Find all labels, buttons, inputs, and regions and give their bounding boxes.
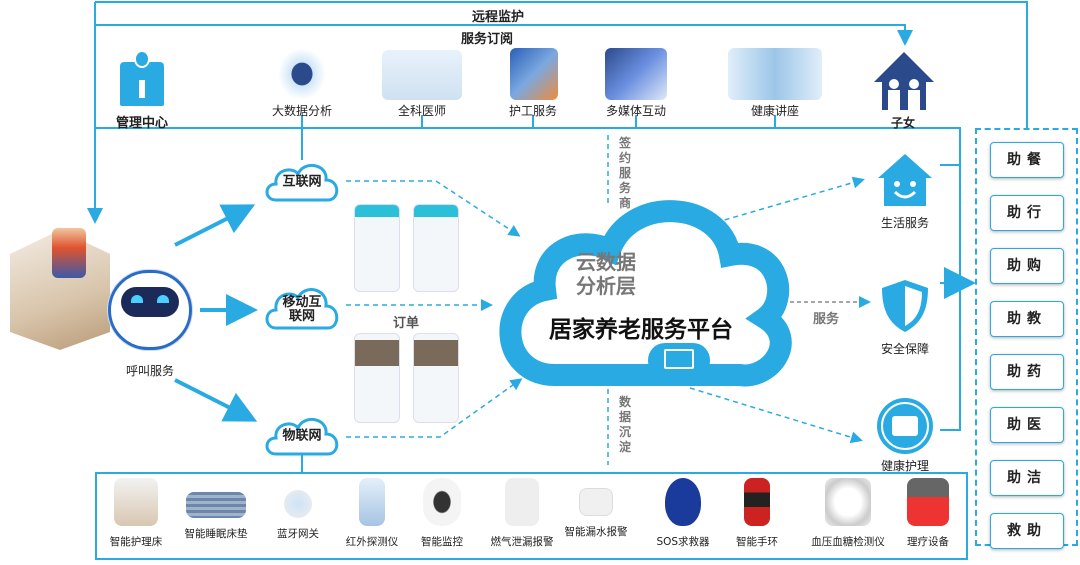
service-label: 服务	[812, 312, 840, 327]
device-item: 智能手环	[717, 478, 797, 549]
data-deposit-label: 数据沉淀	[618, 395, 631, 454]
device-item: 红外探测仪	[332, 478, 412, 549]
device-item: 智能睡眠床垫	[176, 478, 256, 541]
helper-cleaning: 助洁	[990, 460, 1064, 496]
monitor-chart-icon	[648, 343, 710, 378]
children-label: 子女	[890, 116, 916, 130]
doctor-icon	[382, 50, 462, 100]
helper-rescue: 救助	[990, 513, 1064, 549]
multimedia-icon	[605, 48, 667, 100]
sleep-mattress-icon	[186, 492, 246, 518]
caregiver-icon	[510, 48, 558, 100]
home-smile-icon	[878, 154, 932, 206]
service-label-health-care: 健康护理	[880, 459, 930, 473]
blood-pressure-monitor-icon	[825, 478, 871, 526]
infrared-detector-icon	[359, 478, 385, 526]
medical-kit-icon	[877, 398, 933, 454]
device-item: 蓝牙网关	[258, 478, 338, 541]
device-item: 智能漏水报警	[556, 478, 636, 539]
platform-name: 居家养老服务平台	[549, 317, 733, 343]
app-screenshot	[354, 204, 400, 292]
helper-medicine: 助药	[990, 354, 1064, 390]
physiotherapy-device-icon	[907, 478, 949, 526]
management-center-icon	[120, 50, 164, 106]
device-item: SOS求救器	[643, 478, 723, 549]
internet-cloud: 互联网	[262, 158, 342, 204]
app-screenshot	[354, 333, 400, 423]
device-item: 智能护理床	[96, 478, 176, 549]
iot-cloud: 物联网	[262, 412, 342, 458]
provider-label: 多媒体互动	[605, 104, 667, 118]
management-center-label: 管理中心	[115, 116, 169, 131]
nursing-bed-icon	[114, 478, 158, 526]
helper-walk: 助行	[990, 195, 1064, 231]
health-lecture-icon	[728, 48, 822, 100]
robot-icon	[108, 270, 192, 350]
shield-icon	[882, 280, 928, 332]
service-subscription-label: 服务订阅	[460, 32, 514, 47]
service-label-safety: 安全保障	[880, 342, 930, 356]
provider-label: 全科医师	[397, 104, 447, 118]
provider-label: 大数据分析	[271, 104, 333, 118]
order-label: 订单	[392, 316, 420, 331]
sos-device-icon	[665, 478, 701, 526]
device-item: 血压血糖检测仪	[808, 478, 888, 549]
app-screenshot	[413, 333, 459, 423]
mobile-internet-cloud: 移动互联网	[262, 282, 342, 332]
smart-band-icon	[744, 478, 770, 526]
app-screenshot	[413, 204, 459, 292]
family-house-icon	[874, 52, 934, 110]
platform-cloud	[499, 200, 792, 387]
device-item: 智能监控	[402, 478, 482, 549]
devices-panel	[95, 472, 968, 560]
gas-alarm-icon	[505, 478, 539, 526]
provider-label: 健康讲座	[750, 104, 800, 118]
device-item: 理疗设备	[888, 478, 968, 549]
call-service-label: 呼叫服务	[125, 364, 175, 378]
service-label-life: 生活服务	[880, 216, 930, 230]
signed-providers-label: 签约服务商	[618, 136, 631, 210]
helper-education: 助教	[990, 301, 1064, 337]
big-data-icon	[278, 48, 326, 100]
device-item: 燃气泄漏报警	[482, 478, 562, 549]
helper-medical: 助医	[990, 407, 1064, 443]
helper-meal: 助餐	[990, 142, 1064, 178]
elderly-couple-icon	[52, 228, 86, 278]
water-leak-alarm-icon	[579, 488, 613, 516]
helper-shopping: 助购	[990, 248, 1064, 284]
cloud-layer-label: 云数据分析层	[576, 250, 636, 298]
bluetooth-gateway-icon	[284, 490, 312, 518]
provider-label: 护工服务	[508, 104, 558, 118]
camera-icon	[423, 478, 461, 526]
remote-monitoring-label: 远程监护	[471, 10, 525, 25]
